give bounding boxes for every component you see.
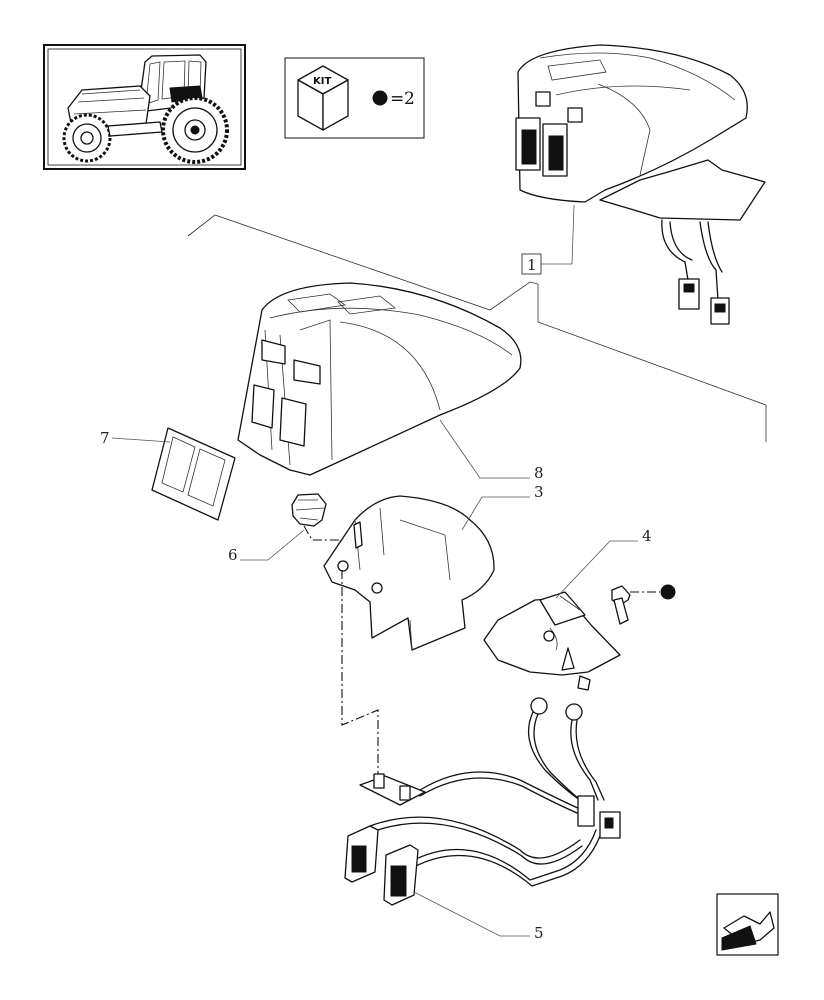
callout-8[interactable]: 8 (534, 464, 544, 482)
kit-quantity: 2 (404, 89, 415, 109)
navigation-arrow-icon[interactable] (716, 893, 779, 956)
terminal-plate[interactable] (359, 773, 426, 806)
kit-label: KIT (313, 76, 331, 87)
kit-box-icon (297, 65, 349, 131)
callout-4[interactable]: 4 (642, 527, 652, 545)
callout-7[interactable]: 7 (100, 429, 110, 447)
bolt[interactable] (611, 585, 631, 625)
kit-dot-icon (372, 90, 388, 106)
harness-connectors[interactable] (530, 675, 591, 721)
callout-3[interactable]: 3 (534, 483, 544, 501)
callout-6[interactable]: 6 (228, 546, 238, 564)
console-cover-part-8[interactable] (237, 282, 522, 476)
callout-5[interactable]: 5 (534, 924, 544, 942)
front-wheel (62, 113, 112, 163)
switch-bracket-part-3[interactable] (323, 495, 495, 651)
switch-housing-part-4[interactable] (483, 591, 621, 676)
rocker-switch-part-5[interactable] (344, 825, 419, 906)
wiring-harness[interactable] (369, 711, 621, 887)
kit-dot-marker (660, 584, 676, 600)
kit-equals-sign: = (390, 89, 404, 109)
knob-part-6[interactable] (291, 493, 327, 527)
switch-bezel-part-7[interactable] (151, 427, 236, 521)
assembled-console-unit[interactable] (515, 44, 766, 325)
kit-legend: KIT = 2 (284, 57, 425, 139)
rear-wheel (161, 96, 229, 164)
callout-1[interactable]: 1 (527, 256, 537, 274)
tractor-thumbnail[interactable] (43, 44, 246, 170)
